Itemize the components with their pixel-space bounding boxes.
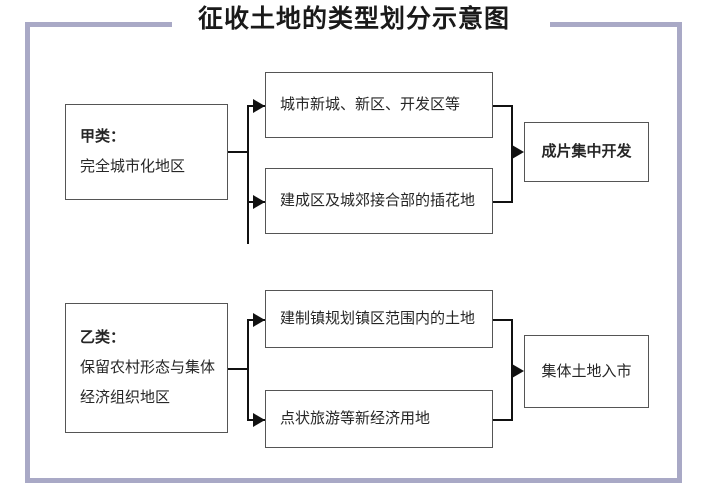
arrow-icon-b-result: [512, 364, 524, 378]
connector-b-stub: [228, 368, 248, 370]
connector-a-stub: [228, 151, 248, 153]
arrow-icon-a1: [253, 99, 265, 113]
frame-right-segment: [677, 22, 682, 483]
connector-b-vertical: [247, 319, 249, 419]
frame-top-right-segment: [550, 22, 682, 27]
item-b2-text: 点状旅游等新经济用地: [280, 411, 431, 427]
item-a2-text: 建成区及城郊接合部的插花地: [280, 193, 476, 209]
category-b-description-line2: 经济组织地区: [80, 390, 171, 406]
category-box-b: 乙类： 保留农村形态与集体 经济组织地区: [65, 303, 228, 433]
category-box-a: 甲类： 完全城市化地区: [65, 104, 228, 200]
item-box-a1: 城市新城、新区、开发区等: [265, 72, 493, 138]
result-box-a: 成片集中开发: [524, 122, 649, 182]
connector-a-merge-1: [493, 105, 513, 107]
arrow-icon-b2: [253, 413, 265, 427]
connector-a-vertical: [247, 105, 249, 244]
arrow-icon-a-result: [512, 145, 524, 159]
connector-b-merge-1: [493, 319, 513, 321]
item-box-a2: 建成区及城郊接合部的插花地: [265, 168, 493, 234]
result-box-b: 集体土地入市: [524, 335, 649, 408]
result-a-text: 成片集中开发: [541, 144, 632, 160]
category-a-label: 甲类：: [80, 129, 126, 145]
diagram-title: 征收土地的类型划分示意图: [197, 6, 510, 33]
category-a-description: 完全城市化地区: [80, 159, 186, 175]
item-box-b2: 点状旅游等新经济用地: [265, 390, 493, 448]
arrow-icon-a2: [253, 195, 265, 209]
connector-a-merge-2: [493, 201, 513, 203]
connector-b-merge-2: [493, 419, 513, 421]
item-box-b1: 建制镇规划镇区范围内的土地: [265, 290, 493, 348]
frame-bottom-segment: [25, 478, 682, 483]
frame-top-left-segment: [25, 22, 172, 27]
item-a1-text: 城市新城、新区、开发区等: [280, 97, 461, 113]
arrow-icon-b1: [253, 313, 265, 327]
frame-left-segment: [25, 22, 30, 483]
item-b1-text: 建制镇规划镇区范围内的土地: [280, 311, 476, 327]
result-b-text: 集体土地入市: [541, 363, 632, 380]
category-b-description-line1: 保留农村形态与集体: [80, 360, 216, 376]
category-b-label: 乙类：: [80, 330, 126, 346]
